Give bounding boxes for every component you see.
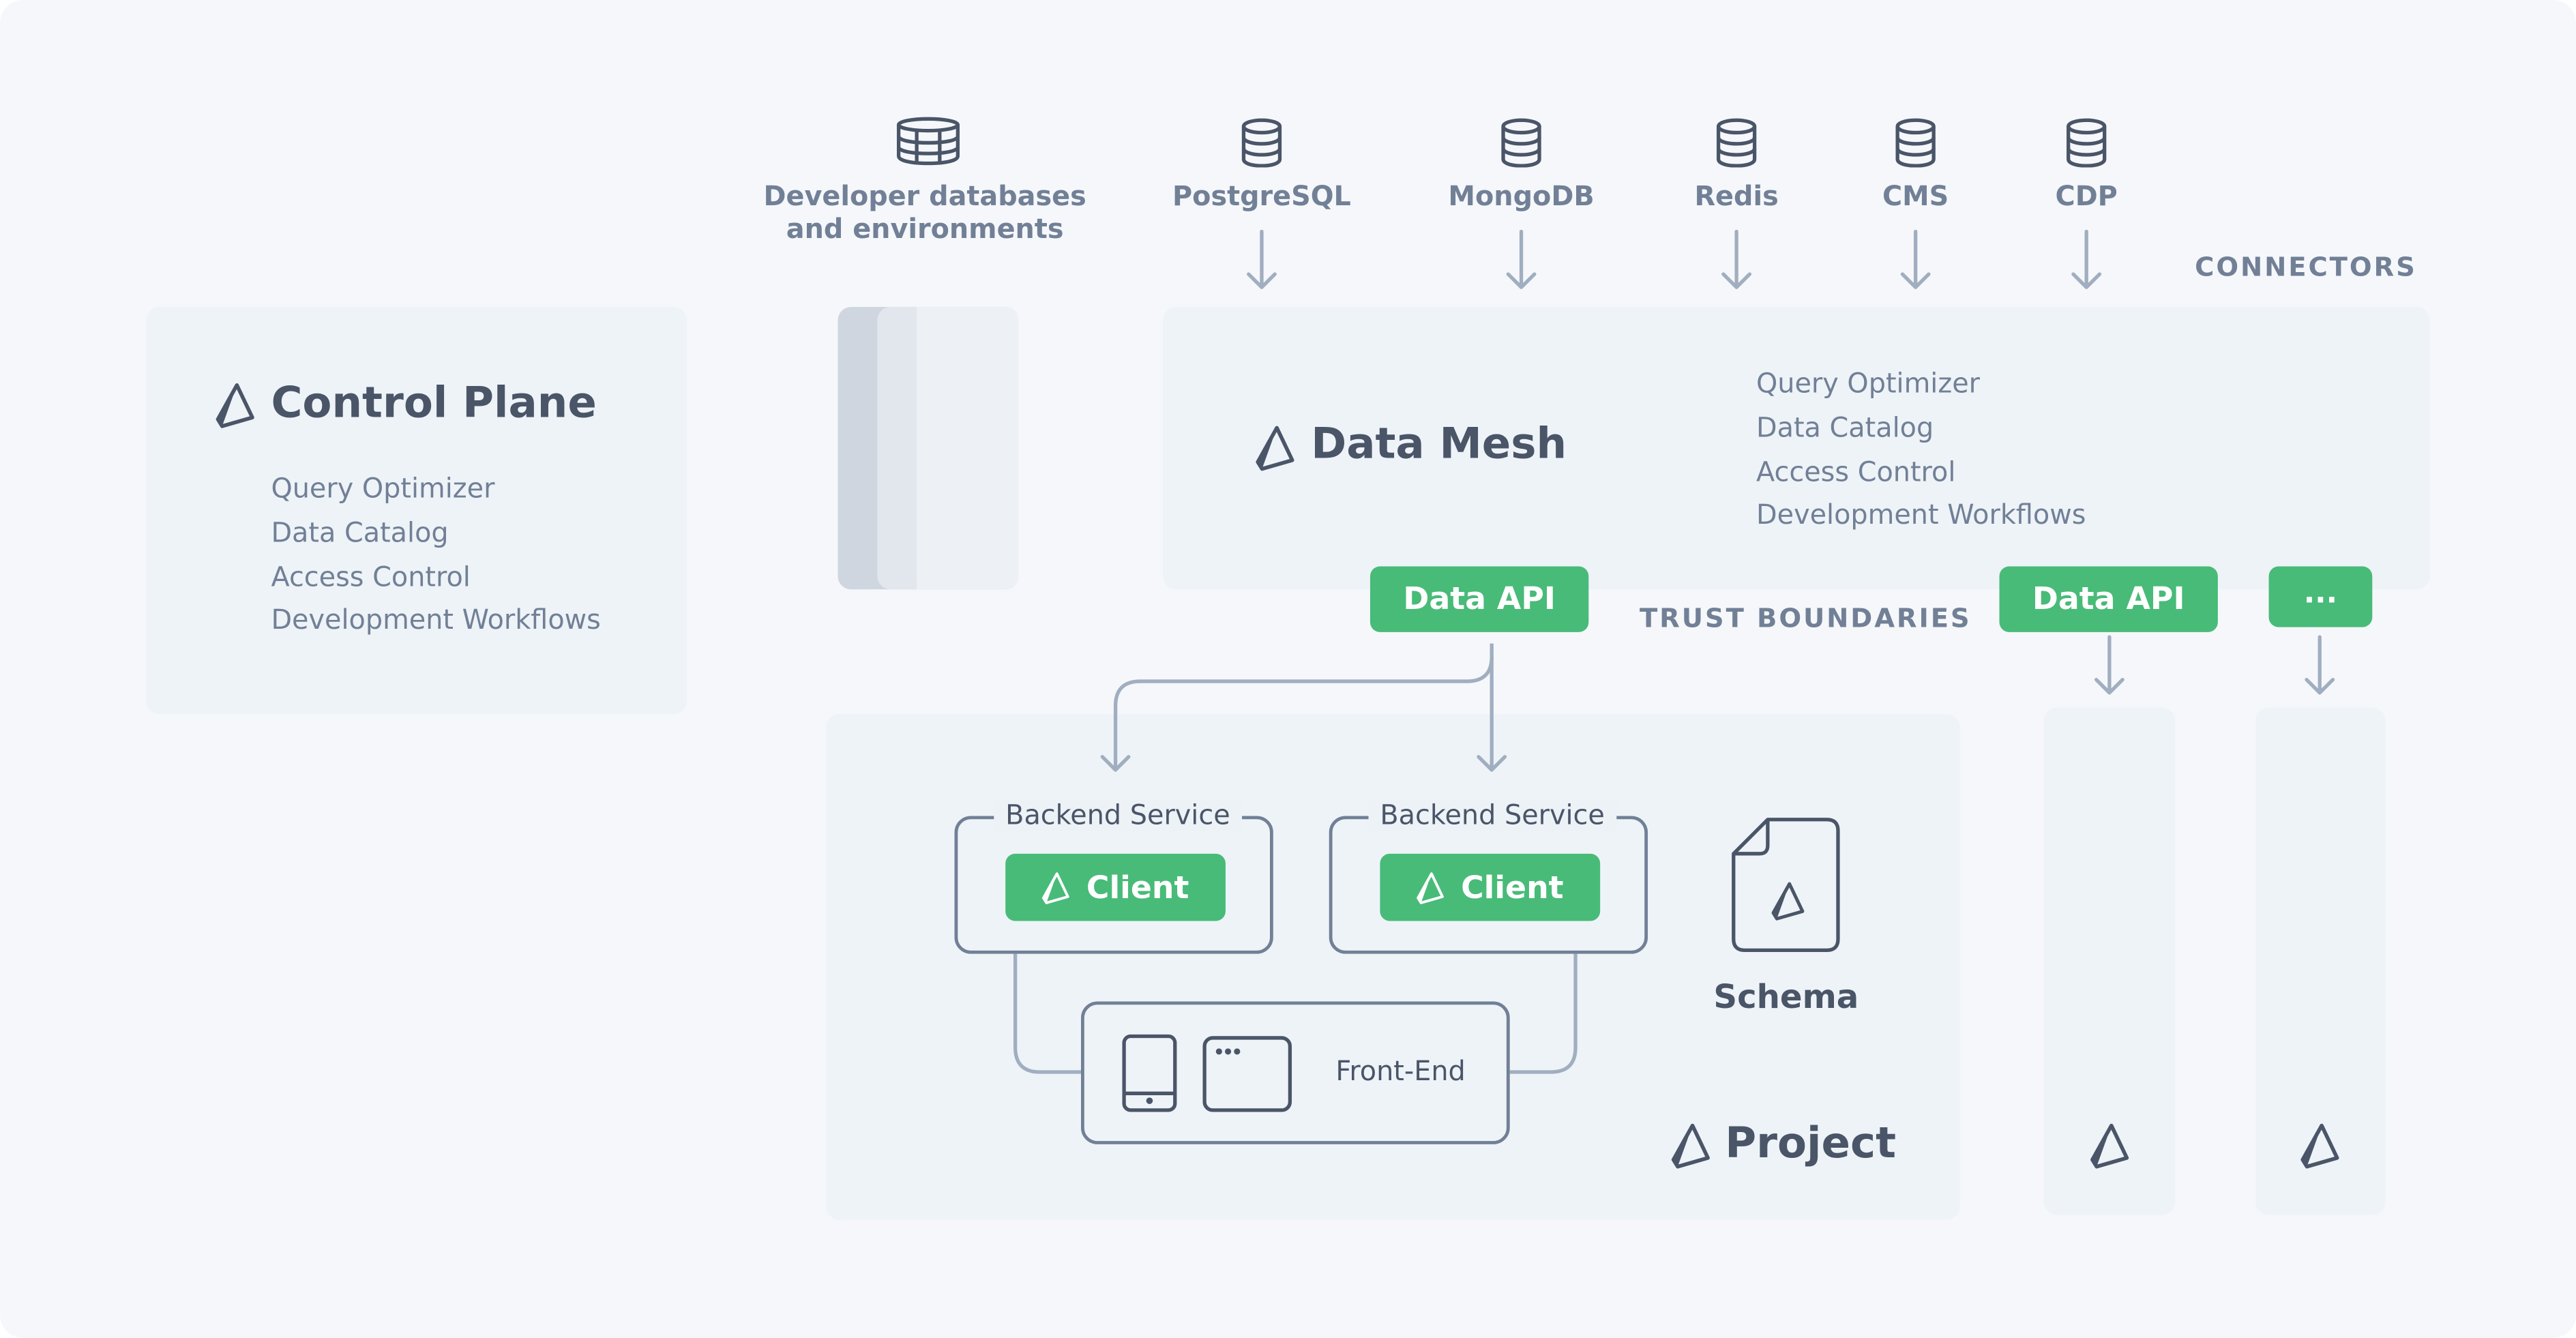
data-mesh-title: Data Mesh bbox=[1311, 420, 1567, 470]
mobile-device-icon bbox=[1122, 1034, 1177, 1112]
postgresql-arrow-down-icon bbox=[1245, 230, 1278, 292]
cdp-arrow-down-icon bbox=[2070, 230, 2103, 292]
cdp-database-icon bbox=[2065, 118, 2108, 167]
control-plane-prisma-icon bbox=[216, 383, 255, 428]
cdp-label: CDP bbox=[2055, 180, 2118, 212]
browser-window-icon bbox=[1202, 1036, 1292, 1112]
developer-databases-icon bbox=[893, 117, 962, 166]
cms-arrow-down-icon bbox=[1899, 230, 1932, 292]
data-mesh-feature-4: Development Workflows bbox=[1756, 499, 2086, 531]
schema-file-icon bbox=[1732, 818, 1840, 953]
front-end-label: Front-End bbox=[1335, 1055, 1466, 1087]
data-mesh-feature-3: Access Control bbox=[1756, 456, 1956, 488]
redis-label: Redis bbox=[1694, 180, 1779, 212]
column-1-prisma-icon bbox=[2090, 1123, 2129, 1169]
cms-label: CMS bbox=[1882, 180, 1949, 212]
data-mesh-feature-1: Query Optimizer bbox=[1756, 368, 1981, 399]
data-api-badge-secondary[interactable]: Data API bbox=[1999, 566, 2218, 632]
postgresql-database-icon bbox=[1241, 118, 1284, 167]
mongodb-arrow-down-icon bbox=[1505, 230, 1537, 292]
backend-service-label-2: Backend Service bbox=[1368, 799, 1616, 831]
more-api-badge[interactable]: ... bbox=[2268, 566, 2373, 627]
schema-label: Schema bbox=[1713, 977, 1859, 1017]
redis-database-icon bbox=[1715, 118, 1758, 167]
control-plane-feature-4: Development Workflows bbox=[271, 604, 601, 636]
project-title: Project bbox=[1725, 1119, 1897, 1170]
control-plane-title: Control Plane bbox=[271, 379, 597, 429]
backend-service-label-1: Backend Service bbox=[994, 799, 1242, 831]
developer-databases-label-line2: and environments bbox=[786, 213, 1064, 245]
client-label-2: Client bbox=[1461, 869, 1564, 906]
control-plane-panel bbox=[146, 307, 687, 715]
data-mesh-prisma-icon bbox=[1255, 426, 1294, 471]
client-button-2[interactable]: Client bbox=[1380, 853, 1601, 921]
devdb-card-front bbox=[917, 307, 1019, 590]
column-2-prisma-icon bbox=[2300, 1123, 2339, 1169]
secondary-api-arrow-down-icon bbox=[2093, 636, 2126, 698]
control-plane-feature-3: Access Control bbox=[271, 561, 471, 593]
mongodb-label: MongoDB bbox=[1448, 180, 1595, 212]
client-label-1: Client bbox=[1086, 869, 1189, 906]
data-mesh-panel bbox=[1163, 307, 2430, 590]
data-mesh-feature-2: Data Catalog bbox=[1756, 412, 1934, 443]
control-plane-feature-1: Query Optimizer bbox=[271, 473, 495, 505]
postgresql-label: PostgreSQL bbox=[1172, 180, 1351, 212]
developer-databases-label-line1: Developer databases bbox=[763, 180, 1086, 212]
project-prisma-icon bbox=[1671, 1123, 1711, 1169]
data-api-badge-main[interactable]: Data API bbox=[1370, 566, 1589, 632]
connectors-label: CONNECTORS bbox=[2195, 251, 2417, 283]
front-end-box bbox=[1080, 1001, 1510, 1144]
control-plane-feature-2: Data Catalog bbox=[271, 517, 449, 549]
mongodb-database-icon bbox=[1500, 118, 1543, 167]
client-button-1[interactable]: Client bbox=[1005, 853, 1226, 921]
more-api-arrow-down-icon bbox=[2303, 636, 2336, 698]
cms-database-icon bbox=[1894, 118, 1937, 167]
client-prisma-icon bbox=[1042, 871, 1070, 904]
client-prisma-icon bbox=[1417, 871, 1445, 904]
trust-boundaries-label: TRUST BOUNDARIES bbox=[1639, 602, 1972, 634]
redis-arrow-down-icon bbox=[1720, 230, 1753, 292]
